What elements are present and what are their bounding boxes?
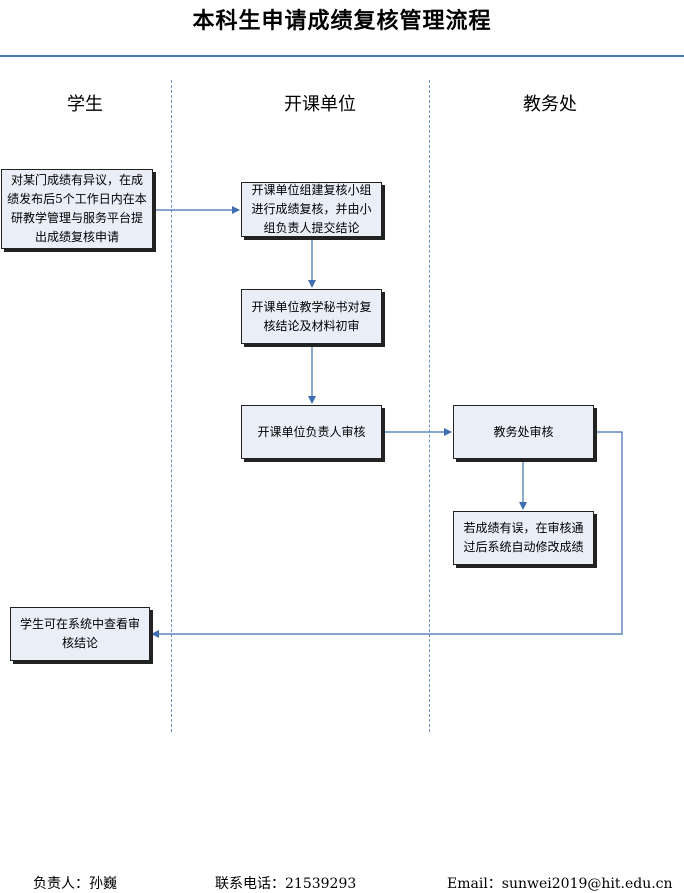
step-student-view-text: 学生可在系统中查看审核结论: [19, 617, 140, 650]
arrow-affairs-to-student-view: [151, 431, 623, 638]
lane-header-academic-affairs: 教务处: [523, 94, 577, 115]
page-title: 本科生申请成绩复核管理流程: [192, 9, 492, 34]
lane-header-department: 开课单位: [284, 94, 356, 115]
step-dept-review-group: 开课单位组建复核小组进行成绩复核，并由小组负责人提交结论: [241, 182, 382, 237]
step-dept-secretary: 开课单位教学秘书对复核结论及材料初审: [241, 289, 382, 344]
footer-email: Email：sunwei2019@hit.edu.cn: [447, 876, 673, 892]
step-affairs-review-text: 教务处审核: [493, 424, 554, 439]
lane-divider: [429, 80, 430, 732]
step-affairs-correct: 若成绩有误，在审核通过后系统自动修改成绩: [453, 511, 594, 565]
step-student-apply-text: 对某门成绩有异议，在成绩发布后5个工作日内在本研教学管理与服务平台提出成绩复核申…: [7, 173, 147, 244]
title-underline: [0, 55, 684, 57]
footer-phone: 联系电话：21539293: [215, 876, 357, 892]
lane-divider: [171, 80, 172, 732]
lane-header-student: 学生: [67, 94, 103, 115]
step-dept-head: 开课单位负责人审核: [241, 405, 382, 459]
step-affairs-correct-text: 若成绩有误，在审核通过后系统自动修改成绩: [463, 521, 584, 554]
step-student-view: 学生可在系统中查看审核结论: [10, 607, 150, 661]
step-dept-head-text: 开课单位负责人审核: [257, 424, 366, 439]
step-dept-review-group-text: 开课单位组建复核小组进行成绩复核，并由小组负责人提交结论: [251, 183, 372, 235]
step-affairs-review: 教务处审核: [453, 405, 594, 459]
step-student-apply: 对某门成绩有异议，在成绩发布后5个工作日内在本研教学管理与服务平台提出成绩复核申…: [1, 169, 153, 249]
footer-contact-person: 负责人：孙巍: [33, 876, 117, 892]
step-dept-secretary-text: 开课单位教学秘书对复核结论及材料初审: [251, 299, 372, 333]
